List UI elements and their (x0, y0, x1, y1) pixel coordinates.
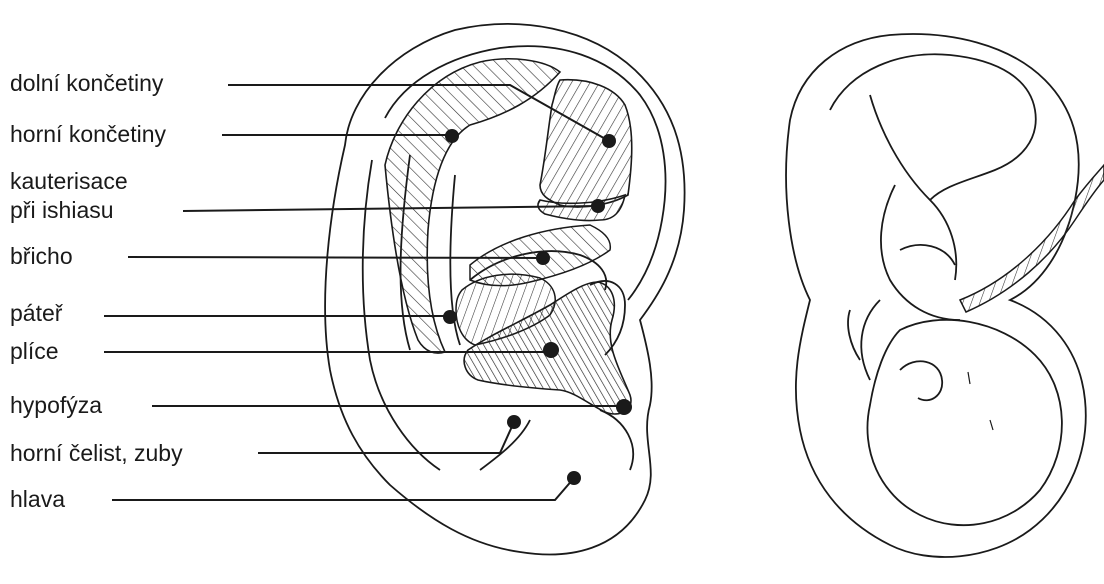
label-head: hlava (10, 486, 65, 512)
label-cauterization-line1: kauterisace (10, 168, 128, 194)
dot-lungs (543, 342, 559, 358)
label-spine: páteř (10, 300, 62, 326)
label-jaw-teeth: horní čelist, zuby (10, 440, 183, 466)
label-lungs: plíce (10, 338, 59, 364)
leader-jaw (258, 422, 514, 453)
label-abdomen: břicho (10, 243, 73, 269)
label-pituitary: hypofýza (10, 392, 102, 418)
leader-abdomen (128, 257, 543, 258)
leader-head (112, 478, 574, 500)
umbilical-cord (960, 165, 1104, 312)
fetus-drawing (786, 34, 1086, 557)
label-upper-limbs: horní končetiny (10, 121, 166, 147)
label-lower-limbs: dolní končetiny (10, 70, 163, 96)
label-cauterization-line2: při ishiasu (10, 197, 114, 223)
lower-limbs-region (540, 80, 632, 207)
